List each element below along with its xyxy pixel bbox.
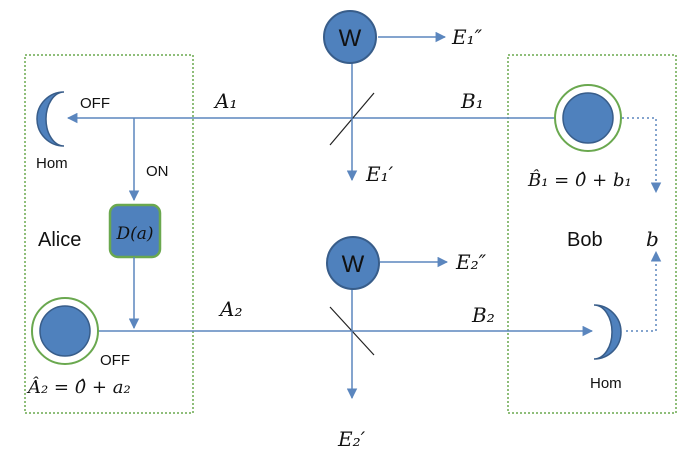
- channel2-e-single-label: E₂′: [337, 427, 366, 451]
- alice-homodyne-crescent: [36, 91, 65, 147]
- alice-on-label: ON: [146, 163, 169, 180]
- w-node-2: [326, 236, 380, 290]
- channel1-e-double-label: E₁″: [451, 25, 483, 49]
- channel1-b-label: B₁: [460, 89, 484, 113]
- channel1-a-label: A₁: [213, 89, 237, 113]
- channel2-e-double-label: E₂″: [455, 250, 487, 274]
- bob-dotted-link-bottom: [626, 250, 662, 332]
- bob-box: [507, 54, 677, 414]
- bob-homodyne-crescent: [593, 304, 622, 360]
- bob-b1-equation: B̂₁ = 0̂ + b₁: [527, 169, 632, 191]
- bob-source: [562, 92, 614, 144]
- operator-d-box: [108, 203, 162, 259]
- alice-box: [24, 54, 194, 414]
- channel2-a-label: A₂: [218, 297, 242, 321]
- bob-hom-label: Hom: [590, 375, 622, 392]
- channel2-b-label: B₂: [471, 303, 495, 327]
- bob-b-label: b: [646, 227, 659, 251]
- channel1-e-single-label: E₁′: [365, 162, 394, 186]
- alice-source: [39, 305, 91, 357]
- alice-off-bottom-label: OFF: [100, 352, 130, 369]
- alice-a2-equation: Â₂ = 0̂ + a₂: [26, 375, 131, 398]
- w-node-1-label: W: [339, 25, 362, 52]
- w-node-1: [323, 10, 377, 64]
- bob-dotted-link-top: [622, 117, 662, 194]
- alice-off-top-label: OFF: [80, 95, 110, 112]
- w-node-2-label: W: [342, 251, 365, 278]
- bob-name-label: Bob: [567, 229, 603, 251]
- alice-hom-label: Hom: [36, 155, 68, 172]
- alice-name-label: Alice: [38, 229, 81, 251]
- operator-d-label: D(a): [115, 224, 153, 244]
